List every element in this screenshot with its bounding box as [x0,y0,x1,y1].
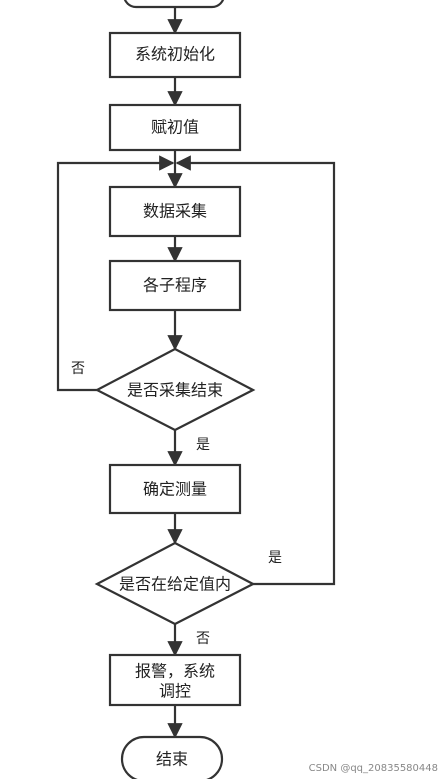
watermark: CSDN @qq_20835580448 [309,763,438,774]
assign-box [108,103,242,152]
loop-decision2-yes [175,155,336,586]
decision1-diamond [94,347,256,432]
collect-label: 数据采集 [143,202,207,221]
init-label: 系统初始化 [135,45,215,64]
decision2-diamond [94,541,256,626]
alarm-label-line2: 调控 [159,682,191,701]
end-terminal [120,735,224,779]
alarm-box [108,653,242,707]
decision2-yes-label: 是 [268,550,282,566]
measure-label: 确定测量 [143,480,207,499]
alarm-label-line1: 报警，系统 [135,662,215,681]
start-terminal [123,0,225,9]
decision1-yes-label: 是 [196,437,210,453]
sub-box [108,259,242,312]
decision2-label: 是否在给定值内 [119,575,231,594]
init-box [108,31,242,79]
collect-box [108,185,242,238]
decision2-no-label: 否 [196,631,210,647]
sub-label: 各子程序 [143,276,207,295]
loop-decision1-no [56,155,175,392]
decision1-no-label: 否 [71,361,85,377]
assign-label: 赋初值 [151,118,199,137]
measure-box [108,463,242,515]
end-label: 结束 [156,750,188,769]
decision1-label: 是否采集结束 [127,381,223,400]
